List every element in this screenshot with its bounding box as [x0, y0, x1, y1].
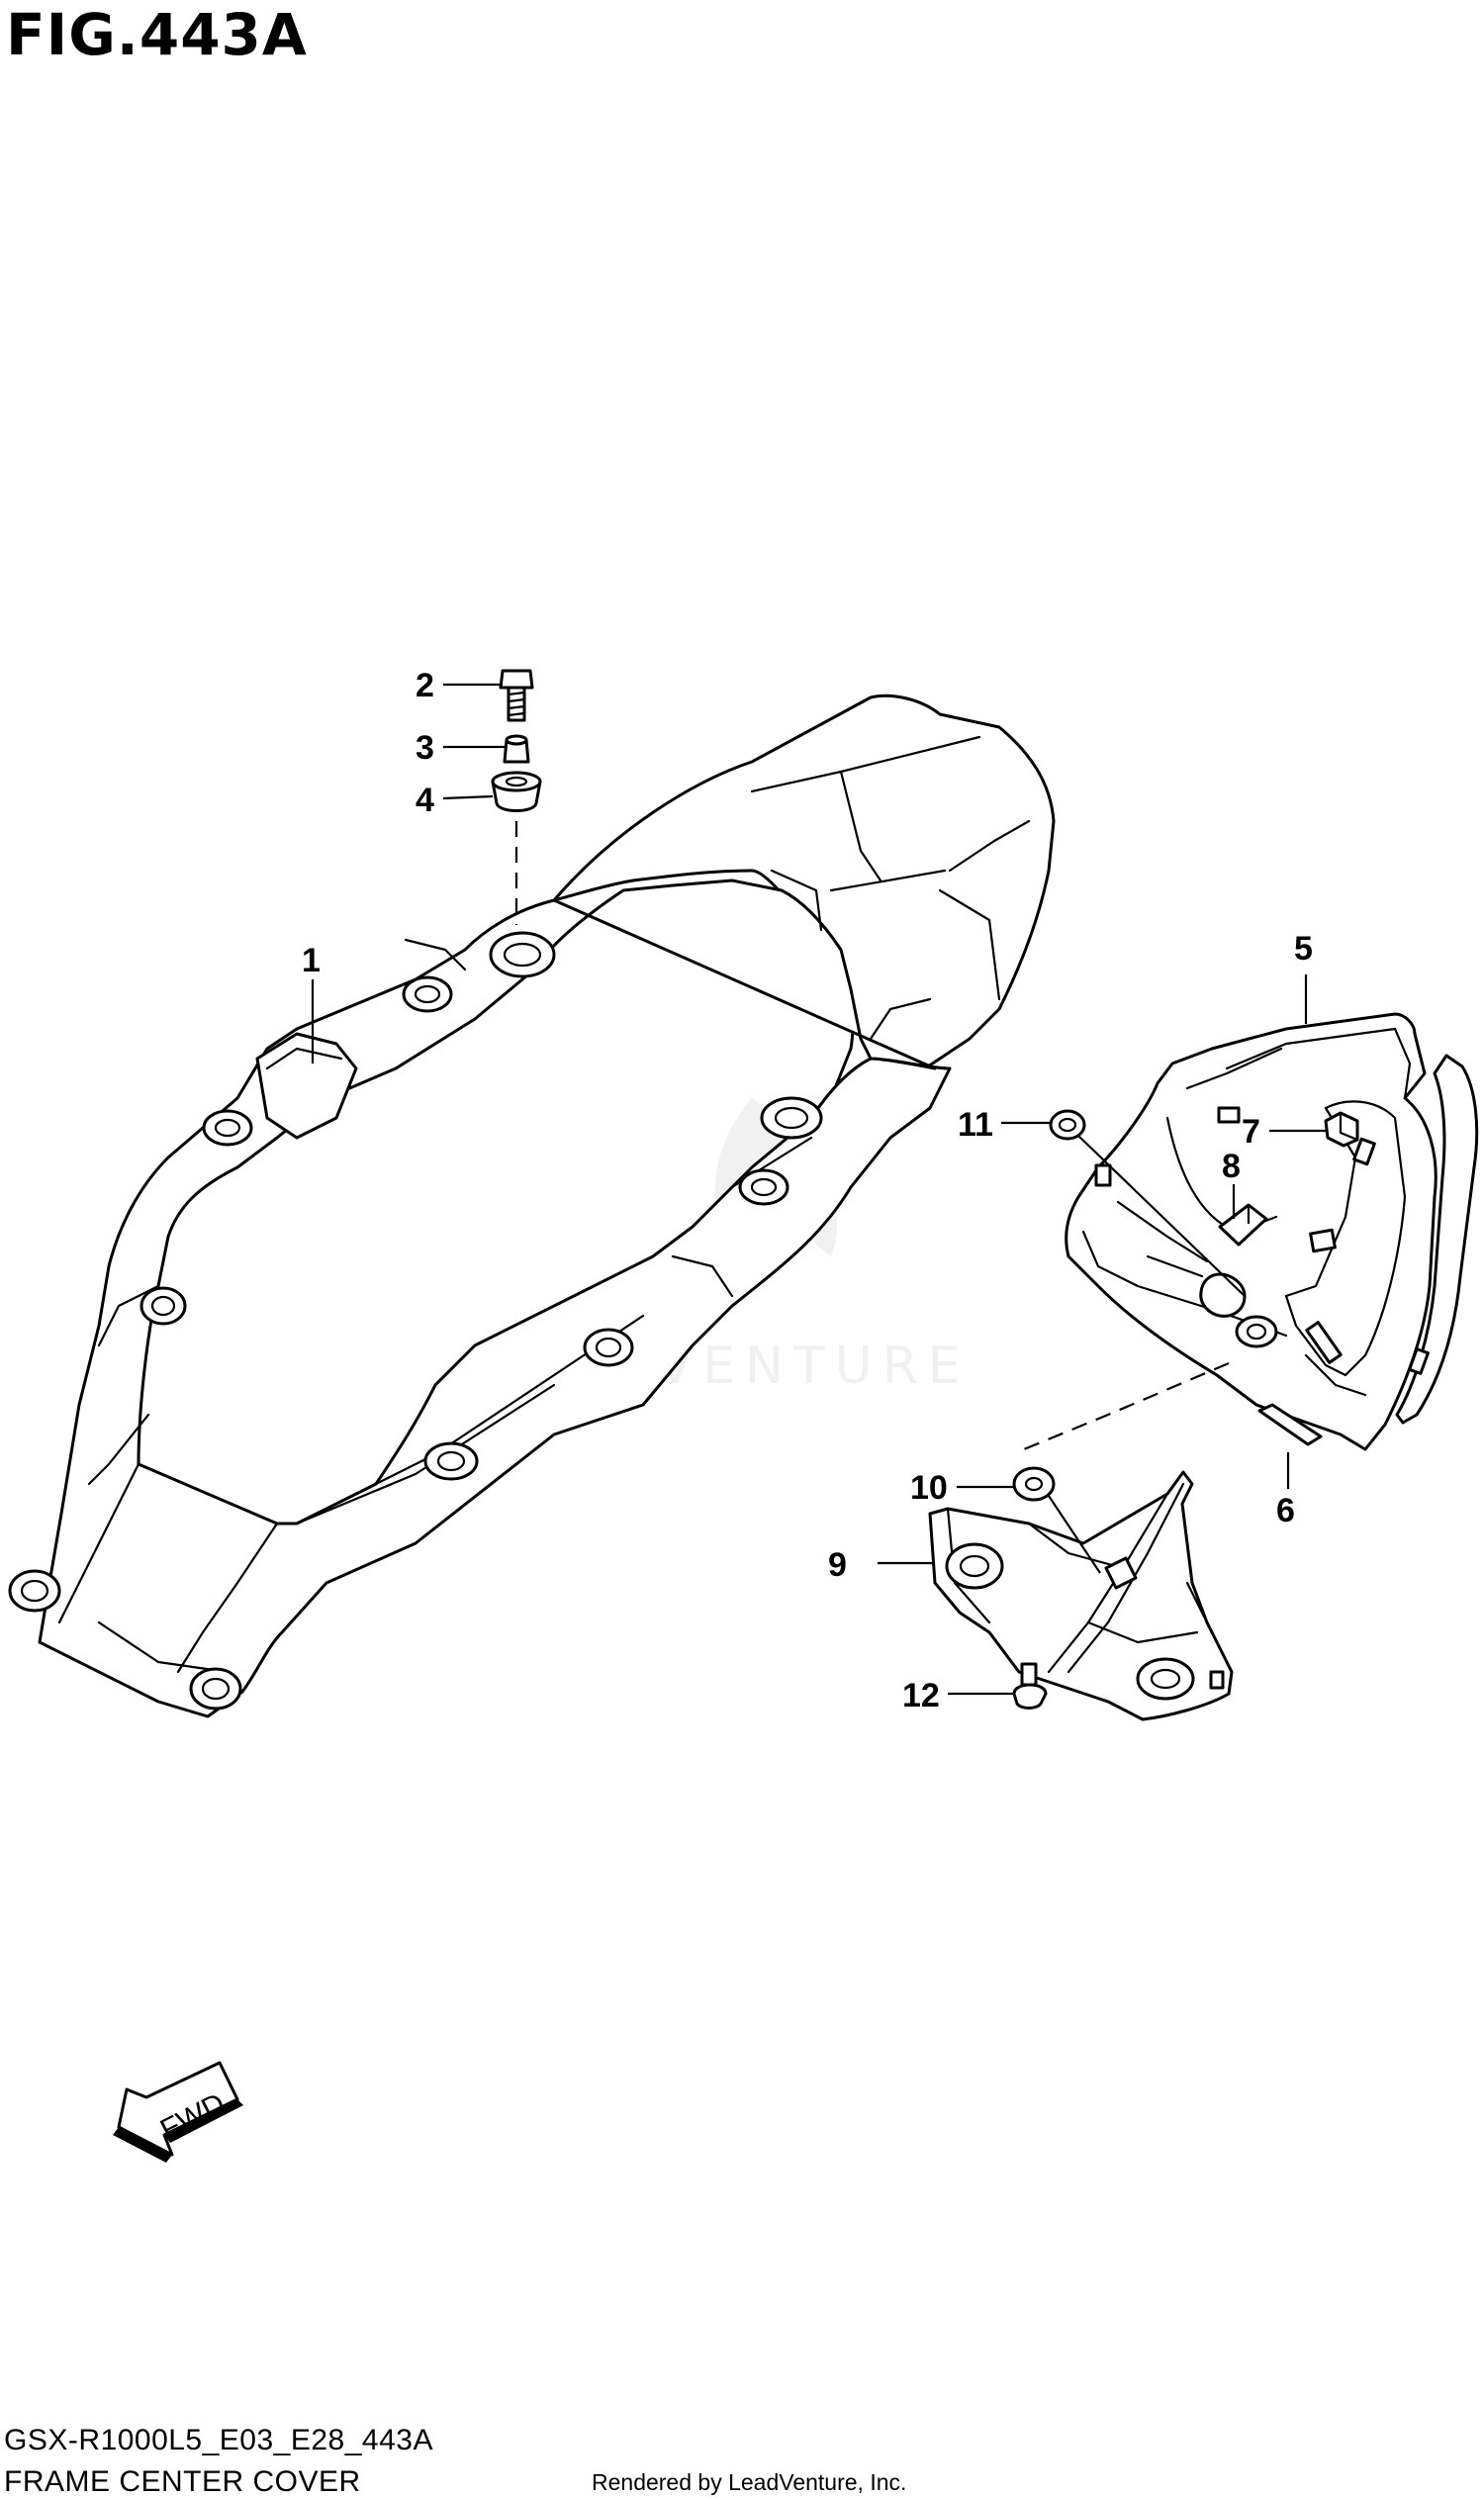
callout-6: 6 [1276, 1492, 1295, 1529]
callout-10: 10 [910, 1469, 948, 1507]
mount-tab-i [760, 1096, 823, 1140]
figure-name: FRAME CENTER COVER [4, 2465, 361, 2498]
grommet-seat [489, 931, 556, 978]
rendered-by-credit: Rendered by LeadVenture, Inc. [592, 2469, 907, 2495]
part-8-cushion [1218, 1203, 1268, 1247]
part-12-screw [1012, 1662, 1048, 1710]
mount-tab-a [402, 975, 453, 1013]
part-4-grommet [491, 771, 542, 812]
callout-3: 3 [416, 729, 434, 767]
figure-code: GSX-R1000L5_E03_E28_443A [4, 2424, 433, 2456]
assembly-line-5-9 [1023, 1361, 1230, 1451]
part-6-pad [1257, 1403, 1323, 1446]
mount-tab-e [189, 1667, 242, 1711]
part-9-lower-cover [928, 1470, 1234, 1721]
fwd-arrow: FWD [113, 2061, 243, 2163]
part-3-collar [503, 734, 530, 764]
mount-tab-c [139, 1286, 187, 1326]
part-7-clip [1324, 1111, 1359, 1148]
callout-1: 1 [302, 942, 321, 979]
callout-12: 12 [902, 1677, 940, 1714]
mount-tab-h [738, 1168, 789, 1206]
mount-tab-b [202, 1109, 253, 1147]
part-2-bolt [499, 669, 534, 722]
callout-7: 7 [1242, 1113, 1260, 1151]
assembly-line-10-9 [1048, 1495, 1101, 1574]
mount-tab-g [583, 1328, 634, 1367]
callout-11: 11 [958, 1106, 993, 1144]
part-5-side-cover [1065, 1012, 1479, 1451]
assembly-line-11-5 [1077, 1135, 1246, 1297]
callout-5: 5 [1294, 930, 1313, 968]
mount-tab-f [423, 1441, 479, 1481]
figure-title: FIG.443A [6, 1, 308, 68]
part-11-nut [1049, 1109, 1086, 1141]
callout-4: 4 [416, 782, 434, 819]
callout-8: 8 [1222, 1148, 1241, 1185]
part-10-washer [1012, 1466, 1056, 1502]
callout-9: 9 [828, 1546, 847, 1584]
mount-tab-d [8, 1569, 61, 1613]
part-1-frame-center-cover [8, 694, 1056, 1718]
callout-2: 2 [416, 667, 434, 704]
